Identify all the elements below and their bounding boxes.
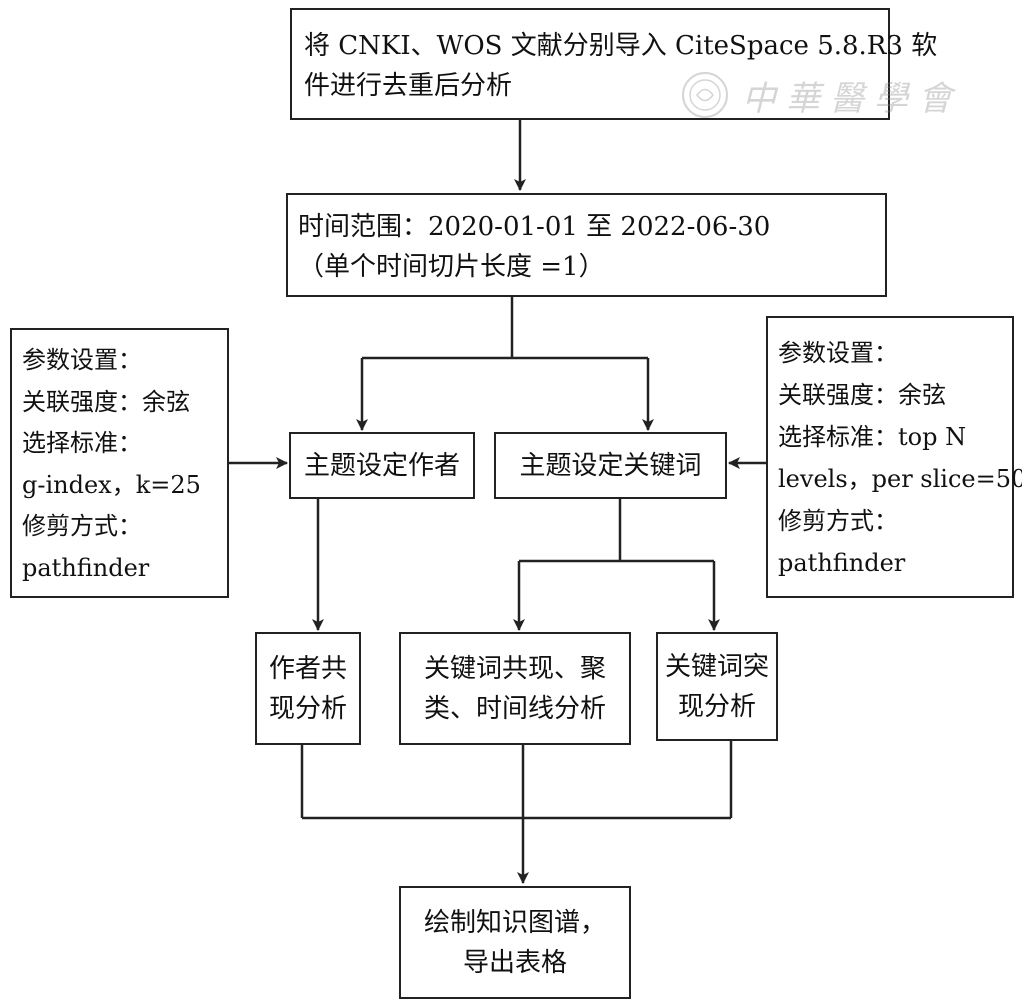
topic-author-label: 主题设定作者 xyxy=(303,450,460,481)
import-line-1: 将 CNKI、WOS 文献分别导入 CiteSpace 5.8.R3 软 xyxy=(304,31,938,61)
import-line-2: 件进行去重后分析 xyxy=(304,71,513,101)
keyword-burst-line-2: 现分析 xyxy=(677,691,756,722)
params-right-line-4: levels，per slice=50 xyxy=(778,465,1022,493)
topic-keyword-node: 主题设定关键词 xyxy=(494,432,727,499)
watermark-text: 中華醫學會 xyxy=(742,78,962,119)
params-right-node: 参数设置： 关联强度：余弦 选择标准：top N levels，per slic… xyxy=(766,316,1022,598)
author-cooccur-line-2: 现分析 xyxy=(268,693,347,724)
author-cooccur-line-1: 作者共 xyxy=(268,653,347,684)
topic-author-node: 主题设定作者 xyxy=(289,432,475,499)
params-right-line-1: 参数设置： xyxy=(778,339,898,367)
draw-line-2: 导出表格 xyxy=(462,947,567,978)
draw-line-1: 绘制知识图谱， xyxy=(423,907,606,938)
params-left-line-3: 选择标准： xyxy=(22,429,142,457)
keyword-cluster-node: 关键词共现、聚 类、时间线分析 xyxy=(399,632,631,745)
keyword-cluster-line-1: 关键词共现、聚 xyxy=(423,653,606,684)
keyword-burst-node: 关键词突 现分析 xyxy=(656,632,778,741)
time-line-2: （单个时间切片长度 =1） xyxy=(298,252,605,282)
import-node: 将 CNKI、WOS 文献分别导入 CiteSpace 5.8.R3 软 件进行… xyxy=(290,8,938,120)
params-left-line-1: 参数设置： xyxy=(22,346,142,374)
time-range-node: 时间范围：2020-01-01 至 2022-06-30 （单个时间切片长度 =… xyxy=(286,193,887,297)
params-right-line-5: 修剪方式： xyxy=(778,507,898,535)
params-right-line-2: 关联强度：余弦 xyxy=(778,381,946,409)
params-left-line-6: pathfinder xyxy=(22,553,150,582)
params-left-line-2: 关联强度：余弦 xyxy=(22,387,190,416)
topic-keyword-label: 主题设定关键词 xyxy=(519,450,702,481)
author-cooccur-node: 作者共 现分析 xyxy=(255,632,361,745)
keyword-cluster-line-2: 类、时间线分析 xyxy=(423,693,606,724)
params-left-node: 参数设置： 关联强度：余弦 选择标准： g-index，k=25 修剪方式： p… xyxy=(10,328,229,598)
watermark: 中華醫學會 xyxy=(680,66,980,124)
params-left-line-4: g-index，k=25 xyxy=(22,470,201,499)
keyword-burst-line-1: 关键词突 xyxy=(664,651,769,682)
params-right-line-6: pathfinder xyxy=(778,549,906,577)
params-left-line-5: 修剪方式： xyxy=(22,512,142,540)
seal-icon xyxy=(682,72,728,118)
draw-map-node: 绘制知识图谱， 导出表格 xyxy=(399,886,631,999)
params-right-line-3: 选择标准：top N xyxy=(778,423,967,451)
time-line-1: 时间范围：2020-01-01 至 2022-06-30 xyxy=(298,212,771,242)
